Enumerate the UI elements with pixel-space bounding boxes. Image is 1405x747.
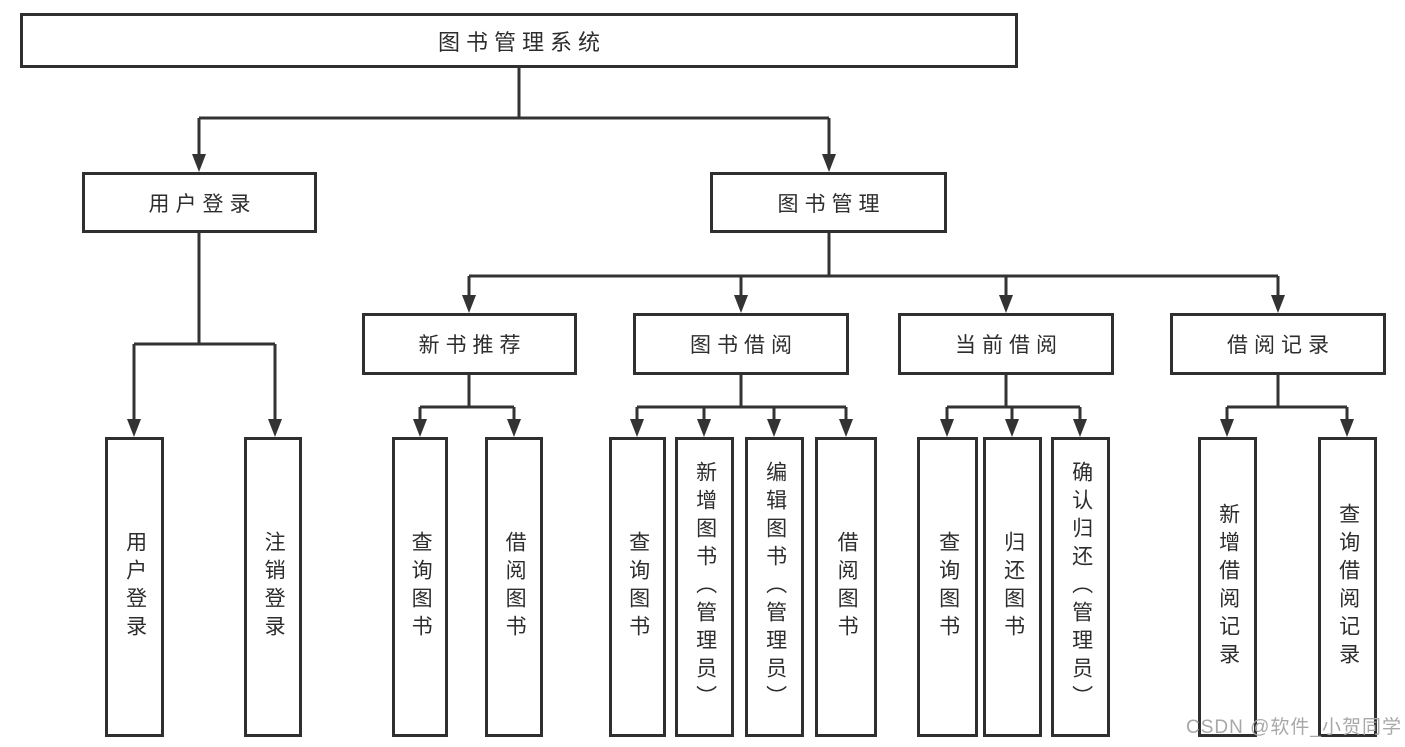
node-borrow-records: 借阅记录 (1170, 313, 1386, 375)
leaf-query-books-current: 查询图书 (917, 437, 978, 737)
leaf-confirm-return-admin: 确认归还（管理员） (1051, 437, 1110, 737)
arrow-down-icon (462, 295, 476, 313)
leaf-query-books-borrow: 查询图书 (609, 437, 666, 737)
connector-currentborrow-to-leaves (945, 375, 1082, 423)
leaf-query-books-recommend: 查询图书 (392, 437, 448, 737)
arrow-down-icon (1005, 419, 1019, 437)
arrow-down-icon (268, 419, 282, 437)
connector-userlogin-to-leaves (132, 233, 277, 423)
connector-bookmgmt-to-level3 (467, 233, 1280, 299)
connector-bookborrow-to-leaves (635, 375, 848, 423)
arrow-down-icon (507, 419, 521, 437)
node-current-borrow: 当前借阅 (898, 313, 1114, 375)
arrow-down-icon (630, 419, 644, 437)
connector-records-to-leaves (1225, 375, 1349, 423)
node-book-borrow: 图书借阅 (633, 313, 849, 375)
arrow-down-icon (940, 419, 954, 437)
arrow-down-icon (999, 295, 1013, 313)
leaf-user-login: 用户登录 (105, 437, 164, 737)
csdn-watermark: CSDN @软件_小贺同学 (1186, 717, 1402, 738)
leaf-borrow-books-recommend: 借阅图书 (485, 437, 543, 737)
arrow-down-icon (734, 295, 748, 313)
arrow-down-icon (822, 154, 836, 172)
leaf-borrow-books: 借阅图书 (815, 437, 877, 737)
leaf-query-borrow-record: 查询借阅记录 (1318, 437, 1377, 737)
leaf-edit-books-admin: 编辑图书（管理员） (745, 437, 804, 737)
node-user-login: 用户登录 (82, 172, 317, 233)
leaf-logout: 注销登录 (244, 437, 302, 737)
arrow-down-icon (767, 419, 781, 437)
leaf-add-books-admin: 新增图书（管理员） (675, 437, 734, 737)
leaf-return-books: 归还图书 (983, 437, 1042, 737)
arrow-down-icon (413, 419, 427, 437)
node-root-system: 图书管理系统 (20, 13, 1018, 68)
arrow-down-icon (1340, 419, 1354, 437)
arrow-down-icon (1073, 419, 1087, 437)
leaf-add-borrow-record: 新增借阅记录 (1198, 437, 1257, 737)
arrow-down-icon (1220, 419, 1234, 437)
arrow-down-icon (1271, 295, 1285, 313)
connector-root-to-level2 (197, 68, 831, 158)
arrow-down-icon (192, 154, 206, 172)
arrow-down-icon (127, 419, 141, 437)
node-new-book-recommend: 新书推荐 (362, 313, 577, 375)
connector-newbook-to-leaves (418, 375, 516, 423)
node-book-management: 图书管理 (710, 172, 947, 233)
arrow-down-icon (839, 419, 853, 437)
arrow-down-icon (697, 419, 711, 437)
